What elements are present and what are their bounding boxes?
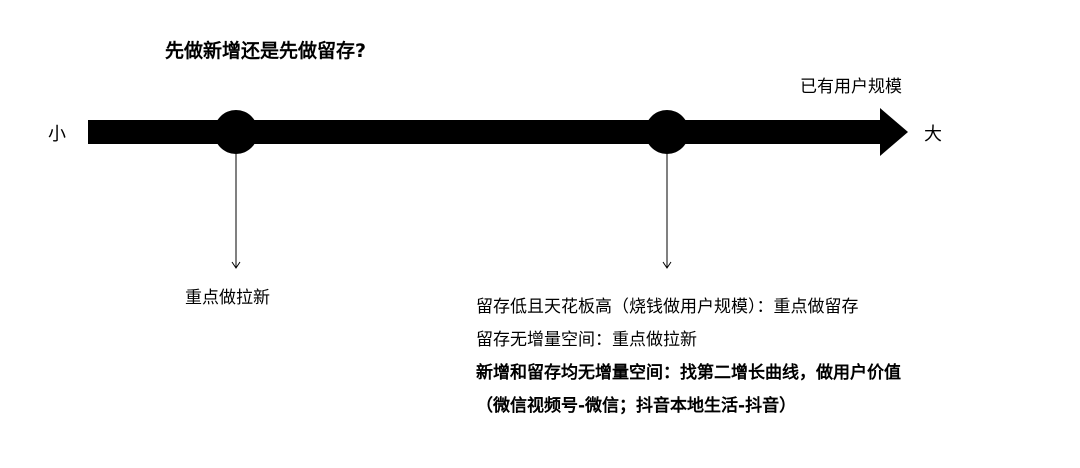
left-stage-note: 重点做拉新 — [185, 288, 270, 308]
pointer-arrow-left — [231, 154, 241, 269]
pointer-arrow-right — [662, 154, 672, 269]
right-stage-notes: 留存低且天花板高（烧钱做用户规模）：重点做留存 留存无增量空间：重点做拉新 新增… — [476, 291, 901, 423]
right-note-1: 留存低且天花板高（烧钱做用户规模）：重点做留存 — [476, 297, 859, 317]
axis-scale-label: 已有用户规模 — [800, 77, 902, 97]
right-note-3: 新增和留存均无增量空间：找第二增长曲线，做用户价值 — [476, 363, 901, 383]
axis-small-label: 小 — [48, 124, 66, 145]
right-note-4: （微信视频号-微信；抖音本地生活-抖音） — [476, 396, 797, 416]
axis-shaft — [88, 120, 884, 144]
right-note-2: 留存无增量空间：重点做拉新 — [476, 330, 697, 350]
diagram-title: 先做新增还是先做留存? — [165, 40, 367, 62]
axis-large-label: 大 — [924, 124, 942, 145]
scale-axis-arrow — [88, 108, 908, 156]
axis-arrowhead — [880, 108, 908, 156]
stage-marker-small — [214, 110, 258, 154]
stage-marker-large — [645, 110, 689, 154]
